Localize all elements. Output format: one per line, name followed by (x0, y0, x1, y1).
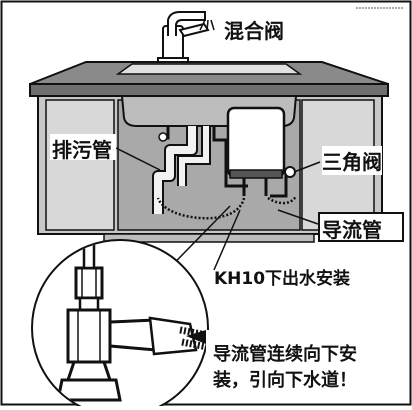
detail-content (56, 241, 207, 402)
label-angle-valve: 三角阀 (322, 146, 382, 175)
label-guide-pipe: 导流管 (322, 218, 382, 242)
cabinet-door-left (45, 99, 115, 231)
cabinet-base (103, 233, 315, 243)
leader-drain (115, 147, 161, 171)
zoom-line-right (213, 209, 241, 271)
countertop-edge (29, 83, 389, 97)
drain-pipe-2 (179, 126, 209, 186)
leader-guide (277, 209, 319, 225)
water-heater-base (229, 169, 283, 179)
water-spray-icon (199, 19, 215, 32)
label-mixing-valve: 混合阀 (224, 19, 284, 43)
angle-valve-icon (284, 166, 296, 178)
callout-pointer (186, 330, 206, 344)
model-caption: KH10下出水安装 (214, 269, 351, 289)
note-box (206, 330, 402, 398)
guide-pipe-dotted (156, 197, 246, 220)
label-drain-pipe: 排污管 (52, 138, 112, 162)
water-heater (226, 106, 286, 178)
leader-valve (293, 161, 321, 173)
guide-pipe-right-dotted (267, 195, 298, 205)
supply-line-right (270, 170, 288, 198)
note-line-1: 导流管连续向下安 (213, 344, 357, 365)
note-line-2: 装，引向下水道！ (213, 370, 357, 391)
supply-line-mid (212, 126, 248, 188)
drain-pipe (154, 126, 196, 214)
label-guide-pipe-box (318, 212, 404, 242)
sink-opening (115, 63, 303, 75)
label-drain-pipe-box (50, 134, 116, 160)
